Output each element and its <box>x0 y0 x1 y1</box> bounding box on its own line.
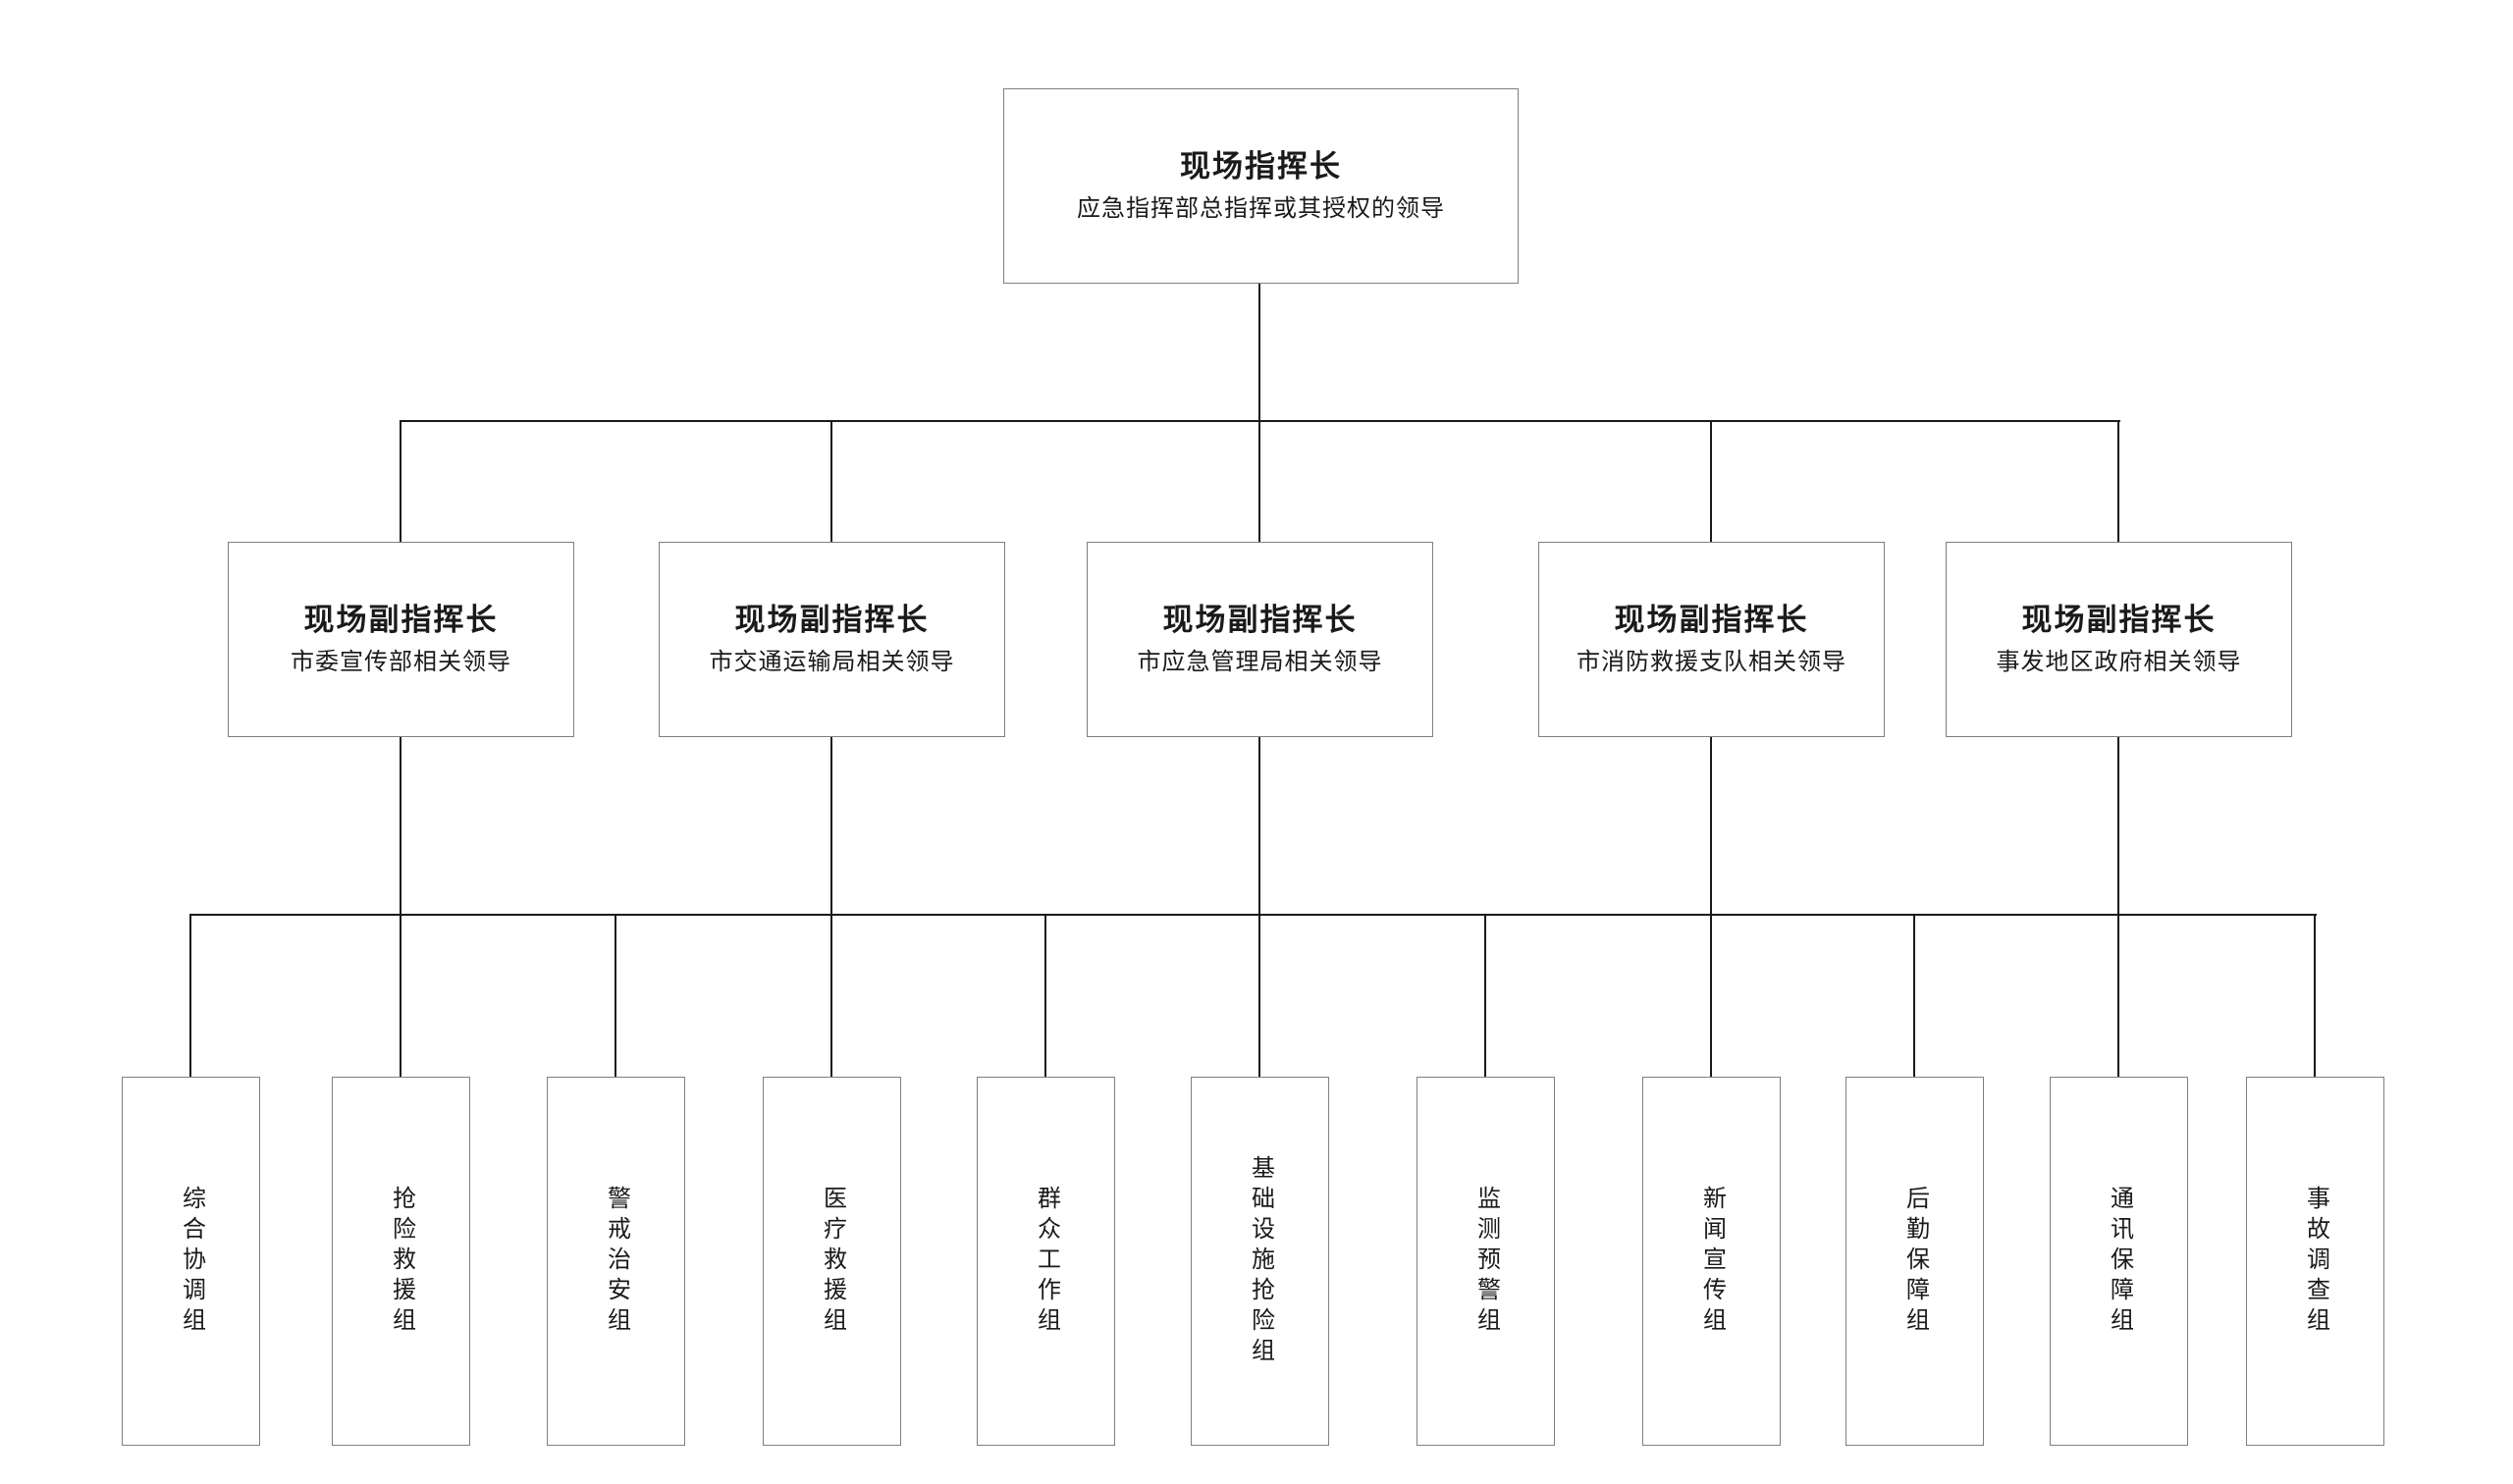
group-label: 通讯保障组 <box>2106 1185 2132 1338</box>
connector-deputy-drop-bottom <box>400 737 401 916</box>
group-label: 新闻宣传组 <box>1698 1185 1725 1338</box>
deputy-subtitle: 市委宣传部相关领导 <box>291 649 511 675</box>
deputy-box-1: 现场副指挥长 市委宣传部相关领导 <box>228 542 574 737</box>
connector-group-drop <box>615 914 616 1077</box>
connector-deputy-drop-bottom <box>1710 737 1712 916</box>
group-box-1: 综合协调组 <box>122 1077 260 1446</box>
connector-group-drop <box>2314 914 2316 1077</box>
deputy-title: 现场副指挥长 <box>734 603 930 638</box>
connector-deputy-drop-bottom <box>2117 737 2119 916</box>
group-label: 群众工作组 <box>1033 1185 1059 1338</box>
connector-deputy-drop-top <box>2117 420 2119 542</box>
group-box-10: 通讯保障组 <box>2050 1077 2188 1446</box>
connector-group-drop <box>1044 914 1046 1077</box>
deputy-subtitle: 事发地区政府相关领导 <box>1996 649 2242 675</box>
group-label: 事故调查组 <box>2302 1185 2328 1338</box>
deputy-title: 现场副指挥长 <box>1162 603 1358 638</box>
connector-deputy-drop-bottom <box>830 737 832 916</box>
connector-group-drop <box>1913 914 1915 1077</box>
deputy-box-5: 现场副指挥长 事发地区政府相关领导 <box>1946 542 2292 737</box>
group-box-8: 新闻宣传组 <box>1642 1077 1781 1446</box>
connector-group-drop <box>189 914 191 1077</box>
root-title: 现场指挥长 <box>1180 149 1342 185</box>
deputy-subtitle: 市交通运输局相关领导 <box>709 649 955 675</box>
group-label: 抢险救援组 <box>388 1185 414 1338</box>
root-box: 现场指挥长 应急指挥部总指挥或其授权的领导 <box>1003 88 1519 284</box>
deputy-subtitle: 市消防救援支队相关领导 <box>1577 649 1846 675</box>
connector-deputy-drop-top <box>1710 420 1712 542</box>
group-label: 基础设施抢险组 <box>1247 1154 1273 1368</box>
deputy-title: 现场副指挥长 <box>1614 603 1809 638</box>
deputy-title: 现场副指挥长 <box>303 603 499 638</box>
connector-deputy-drop-bottom <box>1258 737 1260 916</box>
group-label: 监测预警组 <box>1472 1185 1499 1338</box>
group-box-7: 监测预警组 <box>1417 1077 1555 1446</box>
group-box-2: 抢险救援组 <box>332 1077 470 1446</box>
connector-deputy-drop-top <box>830 420 832 542</box>
group-label: 综合协调组 <box>178 1185 204 1338</box>
group-box-11: 事故调查组 <box>2246 1077 2384 1446</box>
group-box-3: 警戒治安组 <box>547 1077 685 1446</box>
connector-deputy-drop-top <box>400 420 401 542</box>
connector-deputy-drop-top <box>1258 420 1260 542</box>
deputy-title: 现场副指挥长 <box>2021 603 2217 638</box>
connector-group-drop <box>2117 914 2119 1077</box>
connector-group-drop <box>1710 914 1712 1077</box>
group-label: 医疗救援组 <box>819 1185 845 1338</box>
deputy-subtitle: 市应急管理局相关领导 <box>1137 649 1383 675</box>
group-box-5: 群众工作组 <box>977 1077 1115 1446</box>
connector-group-drop <box>1258 914 1260 1077</box>
group-box-4: 医疗救援组 <box>763 1077 901 1446</box>
connector-group-drop <box>830 914 832 1077</box>
group-label: 后勤保障组 <box>1901 1185 1928 1338</box>
deputy-box-2: 现场副指挥长 市交通运输局相关领导 <box>659 542 1005 737</box>
root-subtitle: 应急指挥部总指挥或其授权的领导 <box>1077 195 1445 222</box>
connector-group-drop <box>400 914 401 1077</box>
connector-bus <box>189 914 2317 916</box>
group-box-9: 后勤保障组 <box>1845 1077 1984 1446</box>
group-label: 警戒治安组 <box>603 1185 629 1338</box>
connector-group-drop <box>1484 914 1486 1077</box>
deputy-box-4: 现场副指挥长 市消防救援支队相关领导 <box>1538 542 1885 737</box>
connector-root-drop <box>1258 284 1260 422</box>
deputy-box-3: 现场副指挥长 市应急管理局相关领导 <box>1087 542 1433 737</box>
group-box-6: 基础设施抢险组 <box>1191 1077 1329 1446</box>
